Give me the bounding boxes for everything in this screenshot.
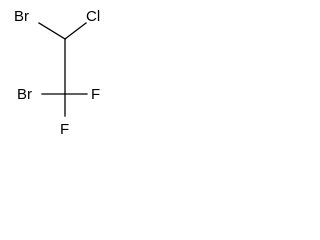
- atom-labels: Br Cl Br F F: [14, 8, 100, 138]
- bond-c1-br1: [38, 22, 66, 40]
- atom-label-f-bottom: F: [60, 121, 69, 138]
- structure-diagram: Br Cl Br F F: [14, 8, 100, 138]
- atom-label-f-right: F: [91, 86, 100, 103]
- bond-c1-cl1: [64, 22, 87, 40]
- bonds: [38, 22, 88, 117]
- atom-label-br-top: Br: [14, 8, 29, 25]
- atom-label-br-left: Br: [17, 86, 32, 103]
- atom-label-cl: Cl: [86, 8, 100, 25]
